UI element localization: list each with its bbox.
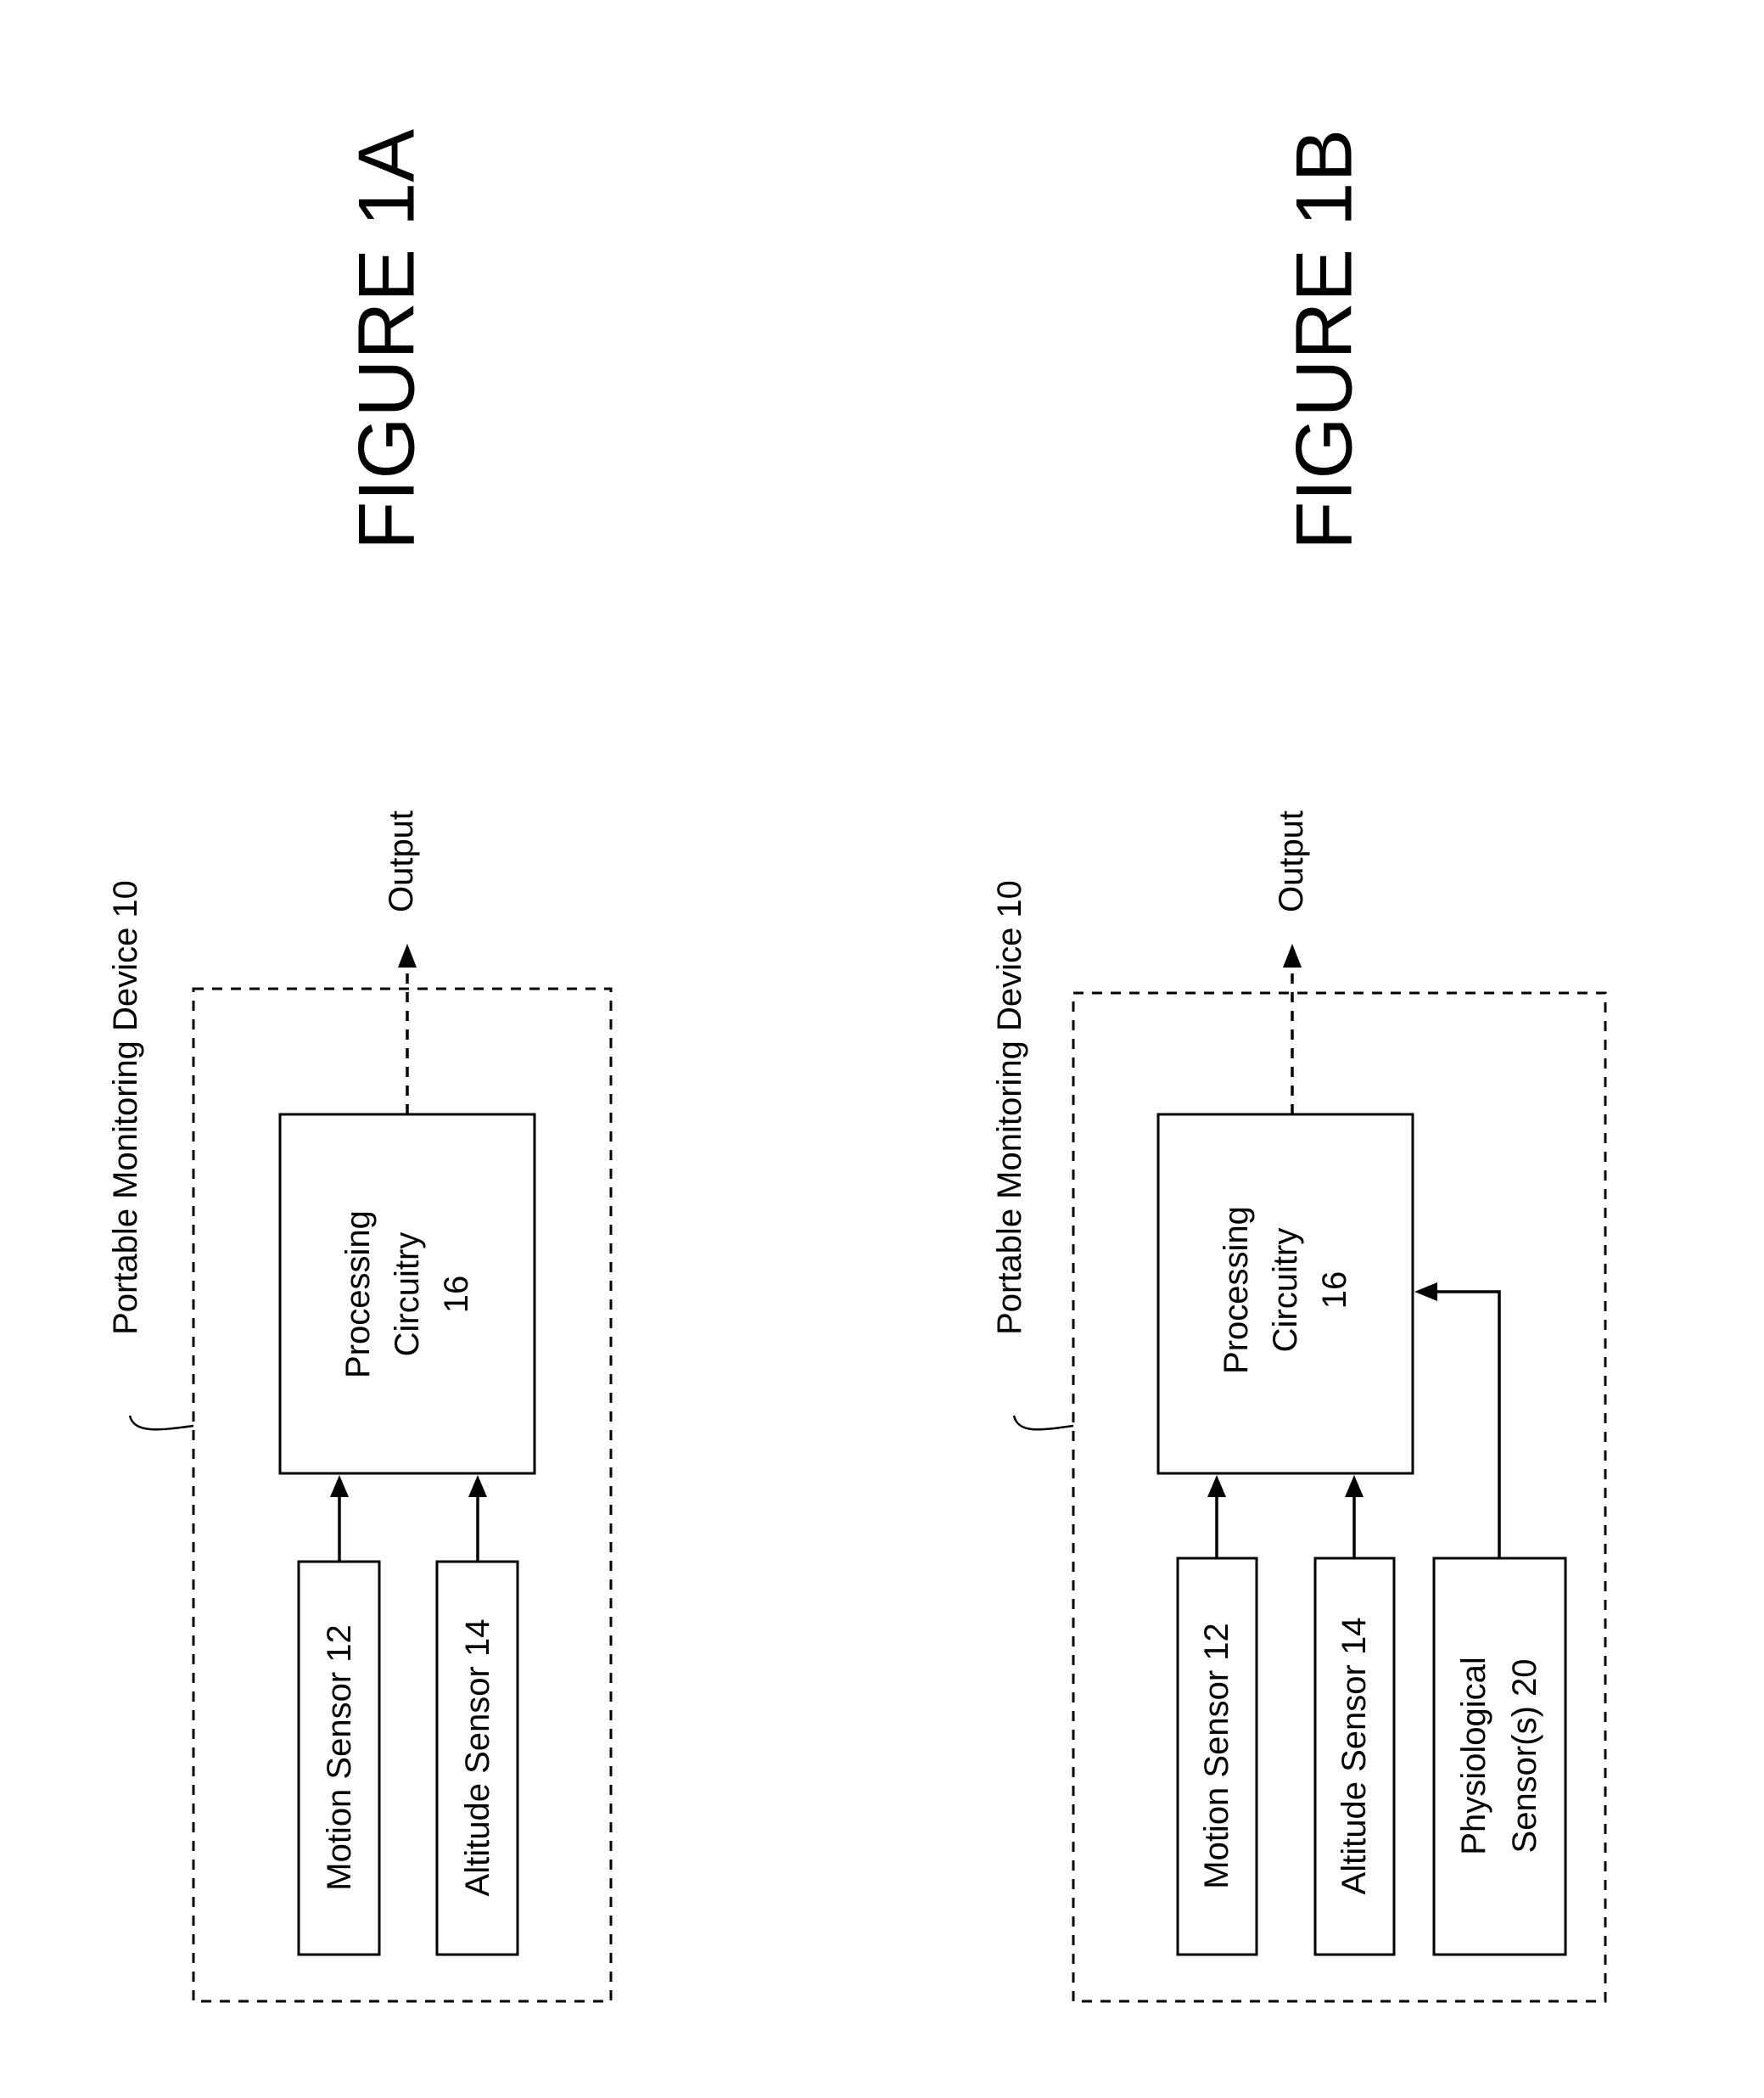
figure-1a-output-label: Output <box>383 811 420 912</box>
figure-1b-physiological-to-processor-line <box>1437 1292 1499 1558</box>
svg-text:Circuitry: Circuitry <box>389 1232 426 1357</box>
figure-1b-output-arrowhead <box>1283 944 1302 968</box>
figure-1a-altitude-arrowhead <box>468 1475 487 1497</box>
figure-1a: FIGURE 1A Portable Monitoring Device 10 … <box>107 129 611 2001</box>
figure-1b-title: FIGURE 1B <box>1280 129 1369 550</box>
figure-1b-motion-sensor-label: Motion Sensor 12 <box>1198 1623 1235 1889</box>
figure-1b-altitude-sensor-label: Altitude Sensor 14 <box>1336 1618 1373 1895</box>
figure-1b-physiological-sensors <box>1434 1558 1565 1955</box>
svg-text:Physiological: Physiological <box>1455 1657 1492 1854</box>
figure-1b-device-leader <box>1014 1416 1073 1429</box>
figure-1a-device-label: Portable Monitoring Device 10 <box>107 880 144 1335</box>
figure-1a-device-leader <box>130 1416 193 1429</box>
figure-1b-device-label: Portable Monitoring Device 10 <box>991 880 1028 1335</box>
figure-1b-altitude-arrowhead <box>1345 1475 1364 1497</box>
svg-text:Sensor(s) 20: Sensor(s) 20 <box>1506 1659 1543 1854</box>
svg-text:16: 16 <box>438 1276 475 1314</box>
figure-1a-title: FIGURE 1A <box>342 129 431 551</box>
svg-text:Circuitry: Circuitry <box>1267 1228 1304 1353</box>
figure-1b-output-label: Output <box>1273 811 1310 912</box>
svg-text:16: 16 <box>1316 1271 1353 1310</box>
figure-1b-physiological-arrowhead <box>1414 1282 1437 1301</box>
figure-1a-altitude-sensor-label: Altitude Sensor 14 <box>459 1619 496 1897</box>
figure-1b-motion-arrowhead <box>1207 1475 1226 1497</box>
svg-text:Processing: Processing <box>339 1210 377 1378</box>
figure-1a-motion-arrowhead <box>330 1475 349 1497</box>
svg-text:Processing: Processing <box>1218 1206 1255 1374</box>
figure-1a-motion-sensor-label: Motion Sensor 12 <box>321 1624 358 1891</box>
figure-1b: FIGURE 1B Portable Monitoring Device 10 … <box>991 129 1605 2001</box>
figure-1a-output-arrowhead <box>398 944 417 968</box>
